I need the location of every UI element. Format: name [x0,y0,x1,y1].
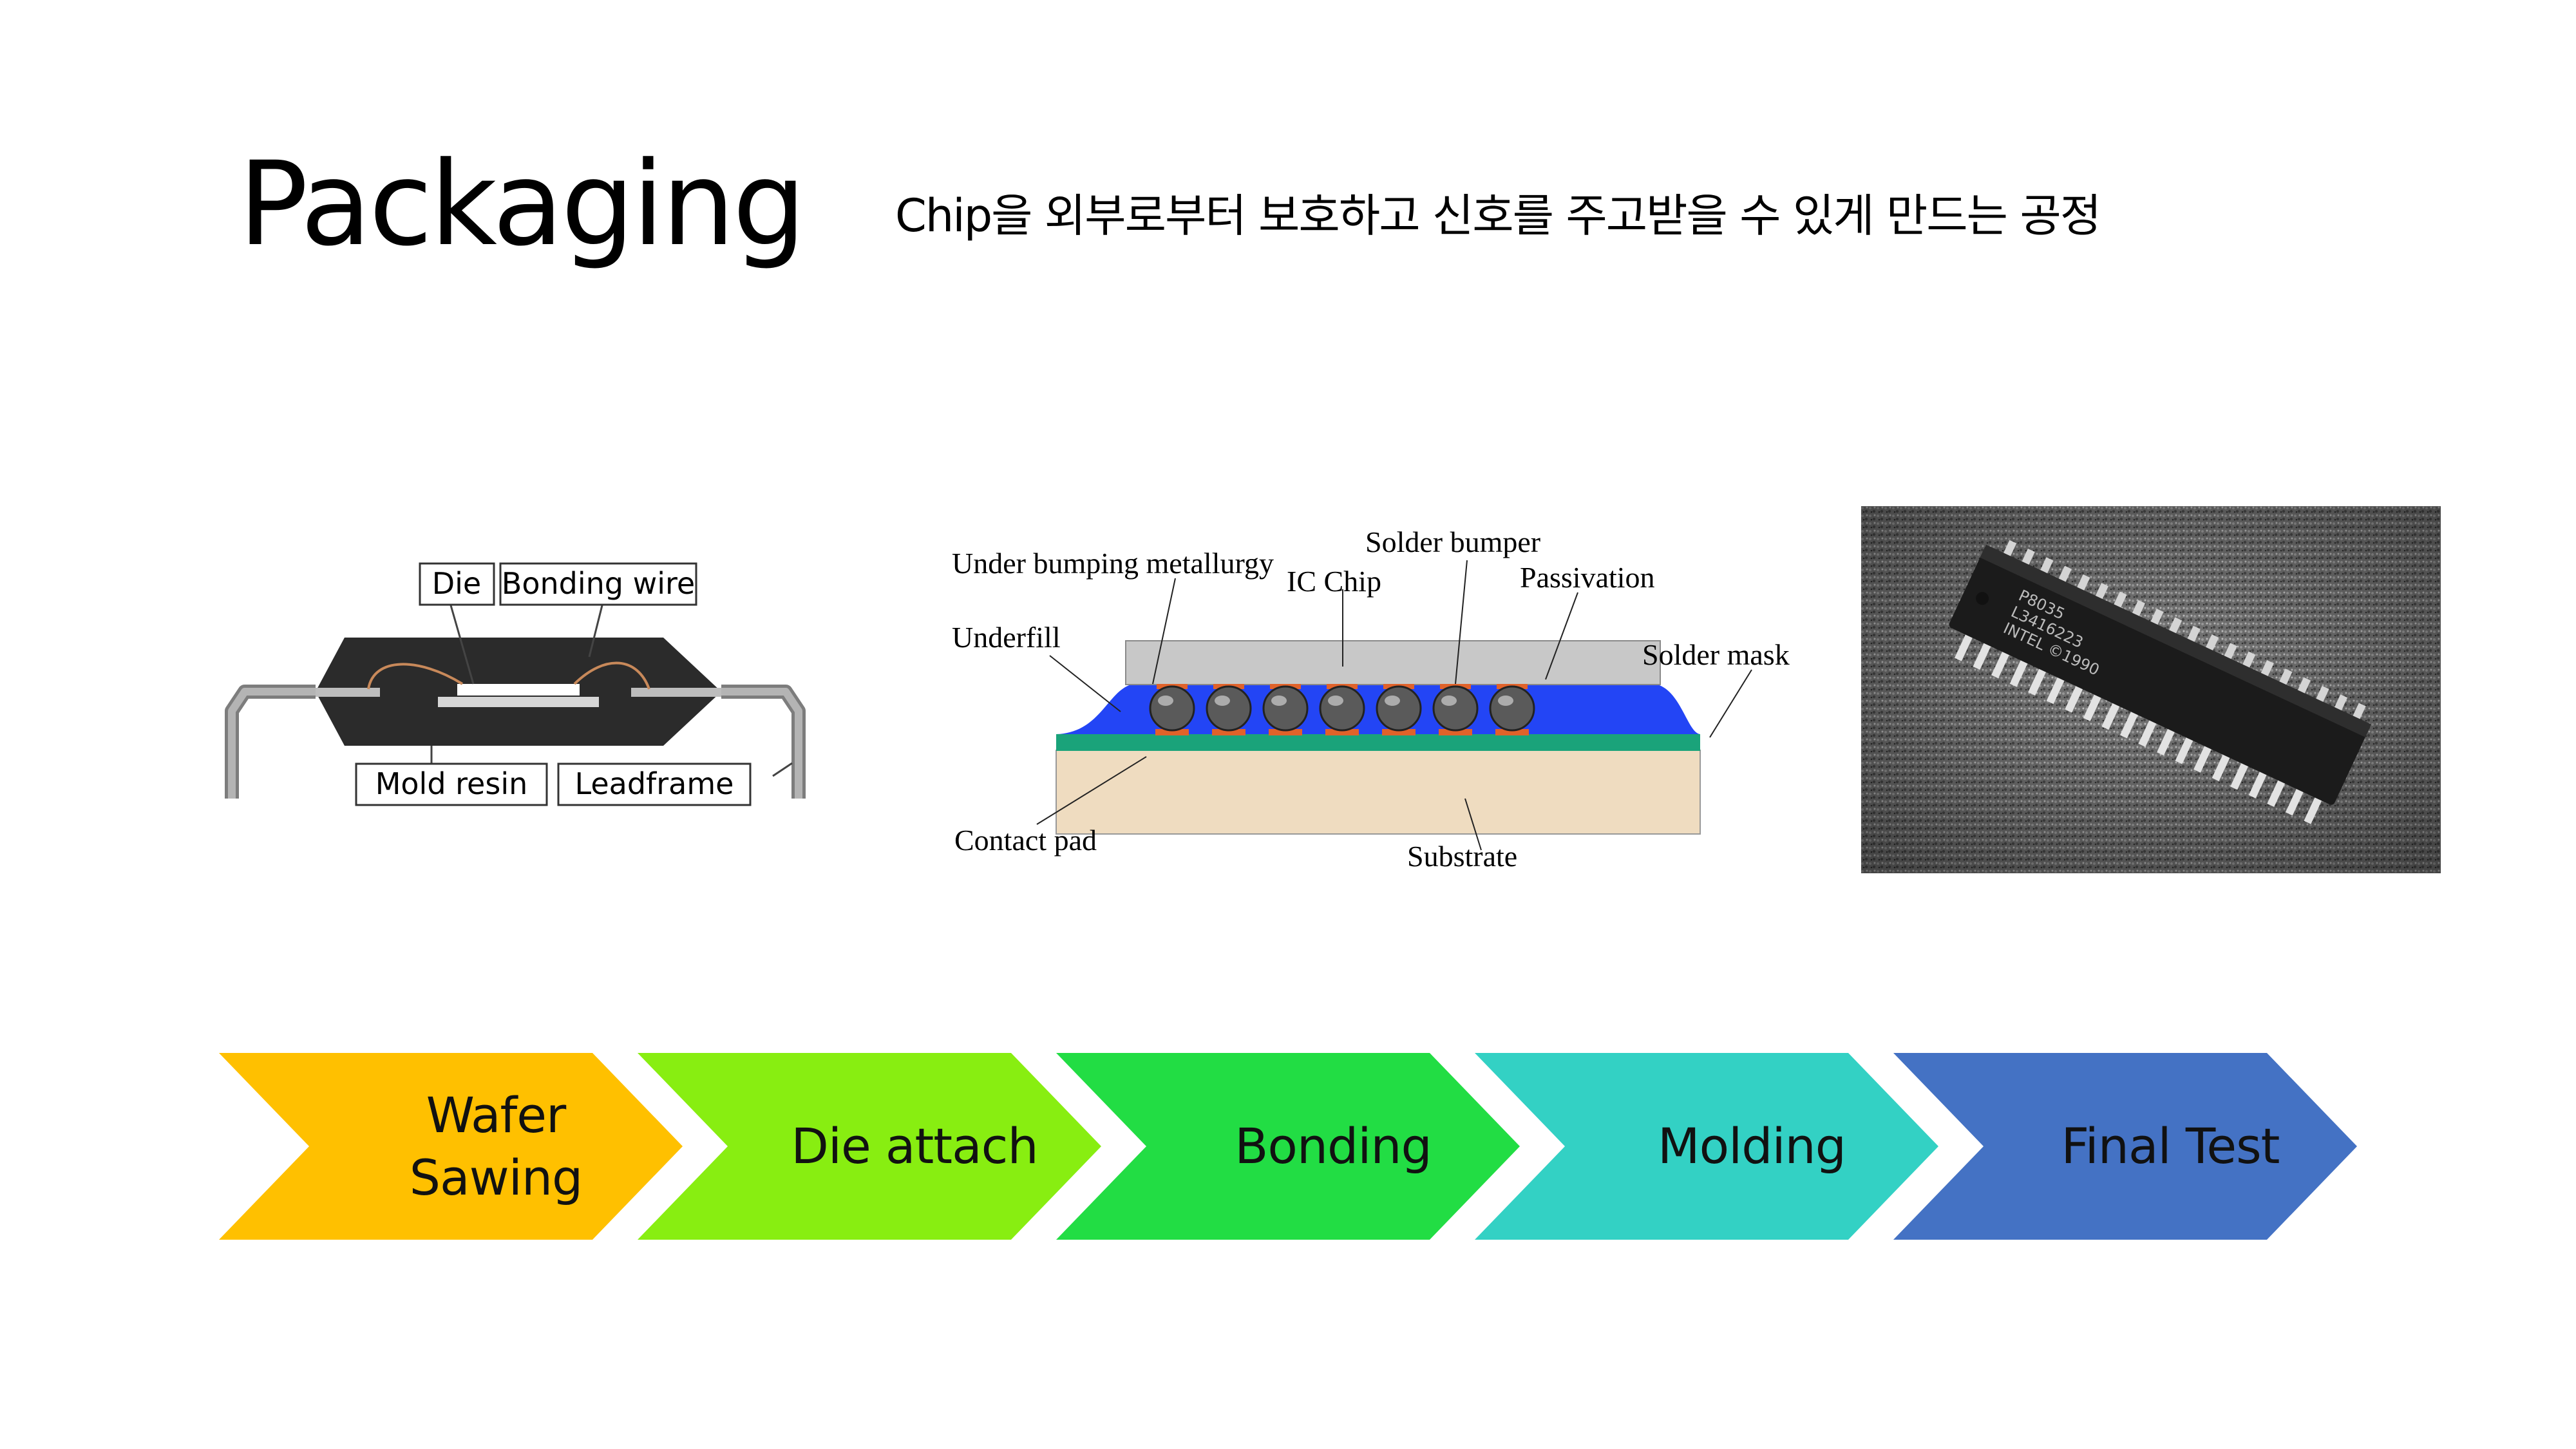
chip-pin [2304,795,2323,824]
label-ic-chip: IC Chip [1287,565,1381,598]
page-title: Packaging [238,137,806,272]
solder-bump [1489,685,1535,732]
label-substrate: Substrate [1407,840,1517,873]
solder-bump [1319,685,1365,732]
process-step-chevron [638,1053,1101,1240]
solder-bump-highlight [1441,696,1457,706]
solder-bump-highlight [1385,696,1400,706]
chip-pin [2119,709,2139,739]
dip-chip: P8035 L3416223 INTEL ©1990 [1949,540,2372,824]
flip-chip-diagram: Under bumping metallurgy Solder bumper I… [952,526,1790,873]
solder-bump [1206,685,1252,732]
contact-pad [1325,729,1359,735]
chip-pin [2175,735,2195,764]
solder-mask [1056,734,1700,751]
solder-bump-highlight [1158,696,1173,706]
solder-bump-highlight [1498,696,1513,706]
leadframe-left-lead [225,685,316,799]
label-solder-mask: Solder mask [1642,638,1790,671]
label-underfill: Underfill [952,621,1061,654]
step-label-final-test: Final Test [2061,1117,2280,1175]
solder-bumps [1149,684,1535,735]
process-step-chevron [1056,1053,1520,1240]
lead-inner-left [316,688,380,697]
process-step-chevron [1893,1053,2357,1240]
leadframe-right-lead [721,688,802,799]
label-passivation: Passivation [1520,561,1655,594]
chip-pin [2285,786,2305,816]
bonding-wire-right [573,661,650,690]
chip-pins [1955,540,2366,824]
solder-bump [1149,685,1195,732]
step-label-wafer-sawing: Wafer Sawing [409,1086,583,1206]
bonding-wire-left [367,663,464,690]
die [457,684,580,696]
label-die: Die [432,566,482,601]
solder-bump-highlight [1271,696,1287,706]
leadframe-package-diagram: Die Bonding wire Mold resin Leadframe [225,562,806,806]
chip-body [1949,545,2371,805]
contact-pad [1155,729,1189,735]
chip-pin [2028,667,2047,696]
solder-bump [1432,685,1479,732]
chip-notch [1976,592,1989,605]
dip-chip-photo: P8035 L3416223 INTEL ©1990 [1861,506,2441,873]
chip-pin [2065,683,2084,713]
label-solder-bumper: Solder bumper [1365,526,1540,558]
chip-pin [1991,649,2011,679]
contact-pad [1495,729,1529,735]
substrate [1056,750,1701,835]
chip-pin [2046,675,2066,705]
solder-bump [1376,685,1422,732]
label-contact-pad: Contact pad [954,824,1097,857]
process-step-chevron [219,1053,683,1240]
contact-pad [1212,729,1245,735]
solder-bump-highlight [1328,696,1343,706]
chip-pin [1955,632,1974,661]
chip-pin [2248,769,2268,799]
chip-pin [2138,717,2157,747]
label-leadframe: Leadframe [575,766,734,801]
step-label-molding: Molding [1658,1117,1846,1175]
step-label-die-attach: Die attach [791,1117,1038,1175]
process-step-chevron [1475,1053,1938,1240]
die-pad [438,697,599,707]
contact-pad [1439,729,1472,735]
chip-pin [2101,701,2121,730]
page-subtitle: Chip을 외부로부터 보호하고 신호를 주고받을 수 있게 만드는 공정 [895,189,2101,242]
ic-chip [1125,640,1661,685]
contact-pad [1269,729,1302,735]
chip-pin [2193,743,2213,773]
chip-pin [2230,761,2249,790]
label-bonding-wire: Bonding wire [502,566,695,601]
step-label-bonding: Bonding [1235,1117,1432,1175]
chip-pin [2009,658,2029,687]
chip-pin [2083,692,2103,721]
chip-pin [1973,641,1993,670]
solder-bump-highlight [1215,696,1230,706]
label-mold-resin: Mold resin [375,766,528,801]
process-flow: Wafer Sawing Die attach Bonding Molding … [219,1050,2363,1243]
chip-pin [2267,778,2286,808]
contact-pad [1382,729,1416,735]
leadframe-left-lead [228,688,316,799]
lead-inner-right [631,688,721,697]
label-ubm: Under bumping metallurgy [952,547,1274,580]
process-chevrons [219,1053,2357,1240]
chip-pin [2211,752,2231,782]
chip-pin [2157,726,2176,756]
solder-bump [1262,685,1309,732]
